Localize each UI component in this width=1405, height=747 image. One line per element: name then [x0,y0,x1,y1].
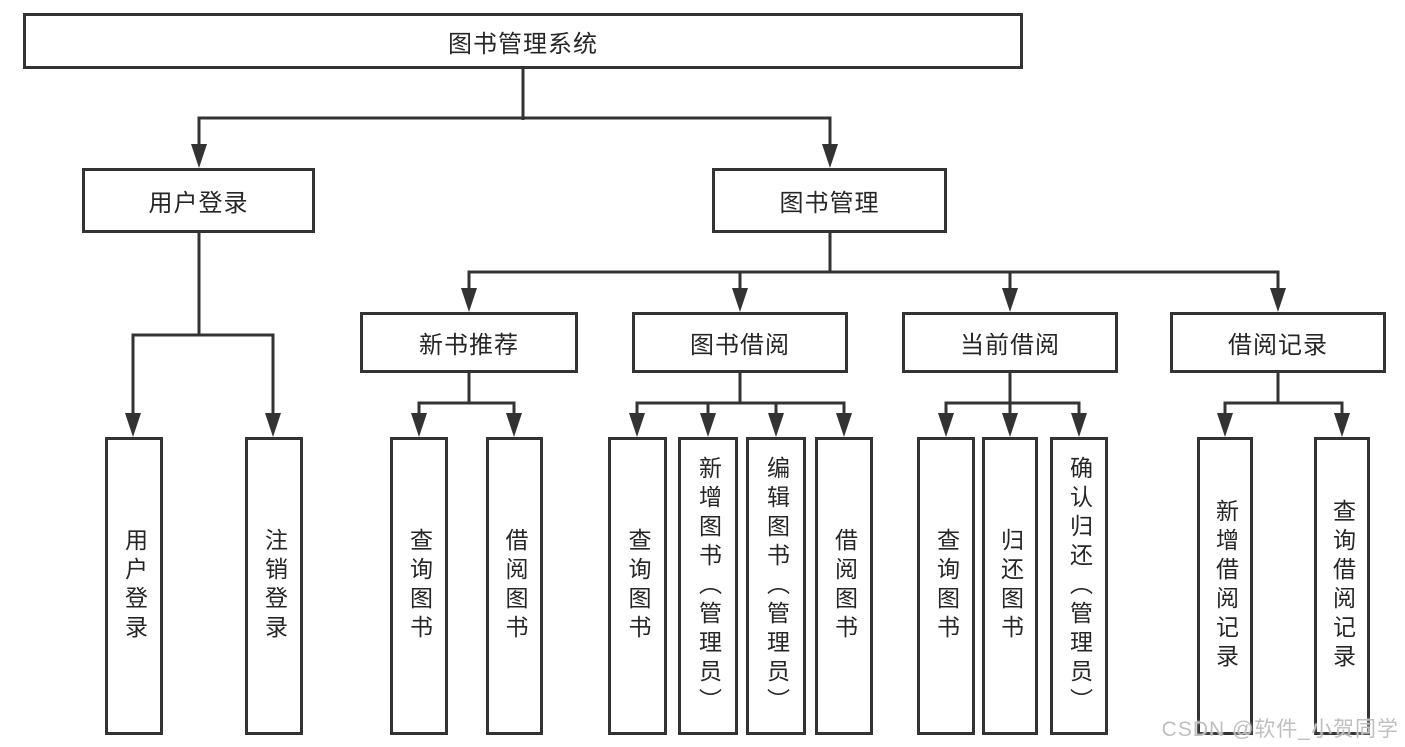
leaf-recommend-query-books-label: 查询图书 [406,528,433,644]
leaf-logout-label: 注销登录 [261,528,288,644]
leaf-user-login: 用户登录 [105,437,163,735]
leaf-borrow-add-books-admin: 新增图书（管理员） [678,437,738,735]
leaf-user-login-label: 用户登录 [121,528,148,644]
connector-arrowheads [125,144,1350,437]
leaf-borrow-query-books-label: 查询图书 [625,528,651,644]
leaf-current-query-books: 查询图书 [917,437,975,735]
leaf-borrow-query-books: 查询图书 [608,437,667,735]
csdn-watermark: CSDN @软件_小贺同学 [1161,718,1399,741]
leaf-current-return-books: 归还图书 [982,437,1038,735]
leaf-borrow-borrow-books: 借阅图书 [815,437,873,735]
node-new-book-recommend: 新书推荐 [360,312,578,373]
leaf-recommend-query-books: 查询图书 [390,437,448,735]
leaf-borrow-edit-books-admin-label: 编辑图书（管理员） [763,455,790,717]
leaf-logout: 注销登录 [245,437,303,735]
node-root-library-management-system: 图书管理系统 [23,13,1023,69]
leaf-current-confirm-return-admin: 确认归还（管理员） [1050,437,1108,735]
node-current-borrow: 当前借阅 [902,312,1118,373]
leaf-current-query-books-label: 查询图书 [933,528,960,644]
node-borrow-records: 借阅记录 [1170,312,1386,373]
node-user-login: 用户登录 [82,168,315,233]
leaf-records-query-record-label: 查询借阅记录 [1329,499,1356,673]
connector-lines [131,68,1344,416]
leaf-borrow-add-books-admin-label: 新增图书（管理员） [695,455,722,717]
leaf-records-query-record: 查询借阅记录 [1314,437,1370,735]
node-book-management: 图书管理 [712,168,947,233]
leaf-current-confirm-return-admin-label: 确认归还（管理员） [1066,455,1093,717]
leaf-records-add-record: 新增借阅记录 [1197,437,1253,735]
leaf-recommend-borrow-books: 借阅图书 [486,437,543,735]
leaf-recommend-borrow-books-label: 借阅图书 [502,528,528,644]
node-book-borrow: 图书借阅 [632,312,848,373]
leaf-current-return-books-label: 归还图书 [997,528,1024,644]
leaf-records-add-record-label: 新增借阅记录 [1212,499,1239,673]
leaf-borrow-edit-books-admin: 编辑图书（管理员） [746,437,806,735]
leaf-borrow-borrow-books-label: 借阅图书 [831,528,858,644]
